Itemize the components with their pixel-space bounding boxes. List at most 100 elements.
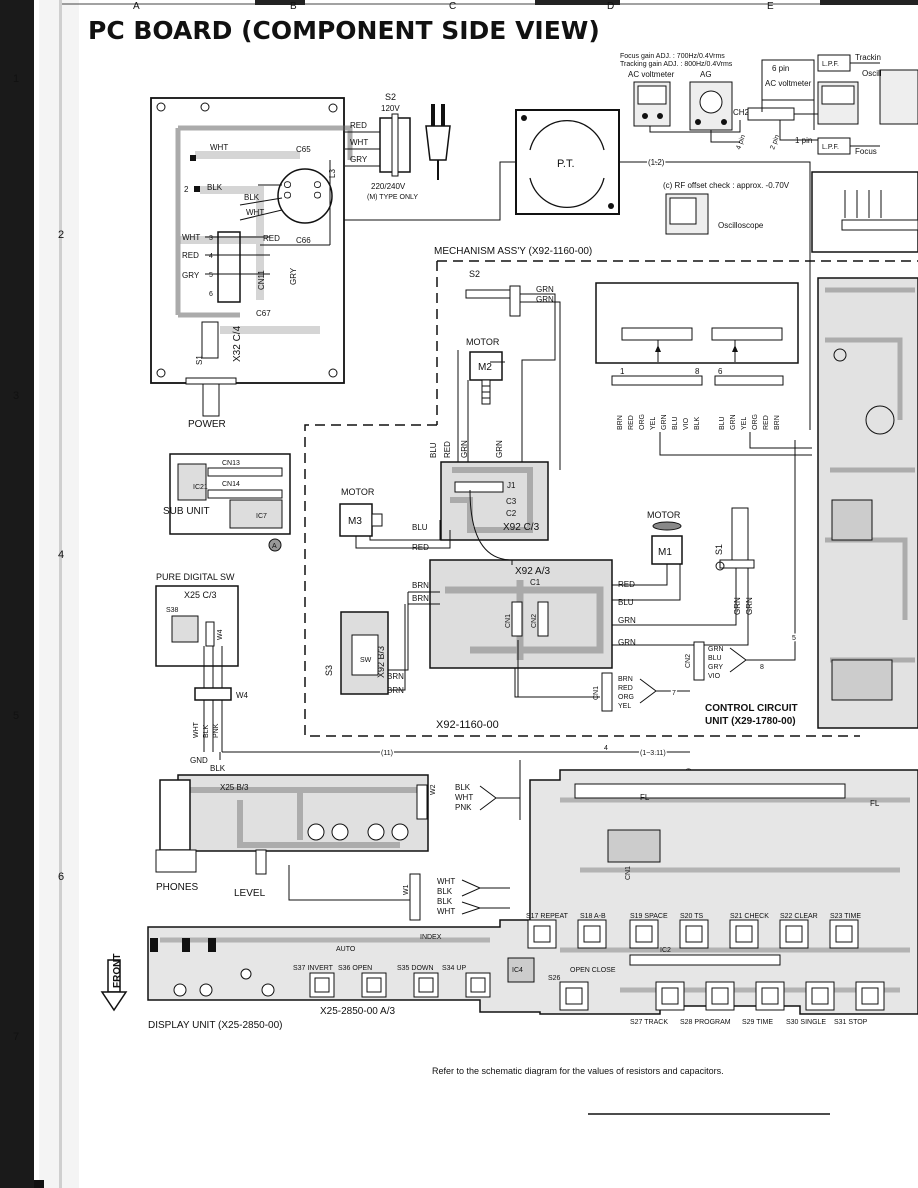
fl-label-2: FL (870, 799, 880, 808)
120v-label: 120V (381, 104, 400, 113)
gnd-blk-label: BLK (210, 764, 226, 773)
pickup-right-4: RED (763, 415, 770, 430)
sub-unit: IC21 CN13 CN14 IC7 SUB UNIT A (163, 453, 291, 552)
col-a: A (133, 1, 140, 12)
c67-label: C67 (256, 309, 271, 318)
tracking-label: Trackin (855, 53, 881, 62)
b3-wire-brn-2: BRN (412, 594, 429, 603)
row-1: 1 (13, 73, 19, 85)
col-d: D (607, 1, 614, 12)
conn-12-label: (1.2) (648, 158, 665, 167)
pickup-pin6: 6 (718, 367, 723, 376)
sw-label: SW (360, 657, 372, 664)
s2-power-label: S2 (385, 92, 396, 102)
w4-label: W4 (236, 691, 249, 700)
cn1-wire-3: YEL (618, 703, 631, 710)
six-pin-label: 6 pin (772, 64, 789, 73)
col-e: E (767, 1, 774, 12)
x92-b3-label: X92 B/3 (376, 646, 386, 678)
top-button-row (527, 919, 859, 949)
control-label-2: UNIT (X29-1780-00) (705, 716, 796, 727)
w1-label: W1 (403, 884, 410, 895)
pt-label: P.T. (557, 158, 575, 170)
fl-label: FL (640, 793, 650, 802)
pickup-left-0: BRN (617, 415, 624, 430)
cn1-ctrl-label: CN1 (593, 686, 600, 700)
blk-label-2: BLK (244, 193, 260, 202)
col-c: C (449, 1, 456, 12)
conn-7: 7 (672, 690, 676, 697)
cn2-wire-0: GRN (708, 646, 724, 653)
mech-switch-s1 (731, 507, 749, 567)
pure-digital-switch: PURE DIGITAL SW X25 C/3 S38 W4 W4 WHT BL… (155, 572, 690, 760)
column-markers: A B C D E (62, 0, 918, 12)
cn2-mech-label: CN2 (531, 614, 538, 628)
cn2-wire-1: BLU (708, 655, 722, 662)
svg-text:O O: O O (283, 180, 294, 199)
motor-m2 (469, 351, 503, 381)
left-btn-label-0: S37 INVERT (293, 965, 334, 972)
conn-11: (11) (381, 750, 393, 757)
cn11-connector (217, 231, 241, 303)
btn-top-label-3: S20 TS (680, 913, 704, 920)
w1-wire-2: BLK (437, 897, 453, 906)
pickup-right-1: GRN (730, 414, 737, 430)
wire-grn-1: GRN (460, 440, 469, 458)
c3-label: C3 (506, 497, 517, 506)
btn-top-label-4: S21 CHECK (730, 913, 769, 920)
ic2-label: IC2 (660, 947, 671, 954)
row-5: 5 (13, 710, 19, 722)
w1-wire-3: WHT (437, 907, 455, 916)
w1-wire-0: WHT (437, 877, 455, 886)
pickup-right-3: ORG (752, 414, 759, 430)
lpf-2-label: L.P.F. (822, 144, 839, 151)
cn13-label: CN13 (222, 460, 240, 467)
pickup-pin8: 8 (695, 367, 700, 376)
adjustment-instruments: Focus gain ADJ. : 700Hz/0.4Vrms Tracking… (620, 53, 918, 235)
pickup-right-2: YEL (741, 417, 748, 430)
cn1-wire-0: BRN (618, 676, 633, 683)
wht-label-3: WHT (246, 208, 264, 217)
svg-text:3: 3 (209, 235, 213, 242)
display-unit-label: DISPLAY UNIT (X25-2850-00) (148, 1020, 283, 1031)
marker-a: A (272, 543, 277, 550)
x32-label: X32 C/4 (232, 325, 243, 362)
ac-voltmeter-1-label: AC voltmeter (628, 70, 675, 79)
svg-text:O O: O O (313, 180, 324, 199)
s3-label: S3 (324, 665, 334, 676)
cn1-wire-1: RED (618, 685, 633, 692)
w2-wire-0: BLK (455, 783, 471, 792)
gry-label-2: GRY (182, 271, 200, 280)
a3-wire-grn-1: GRN (618, 616, 636, 625)
pickup-right-0: BLU (719, 416, 726, 430)
red-label-2: RED (263, 234, 280, 243)
m3-red: RED (412, 543, 429, 552)
svg-text:4: 4 (209, 253, 213, 260)
m-type-label: (M) TYPE ONLY (367, 194, 418, 201)
a3-wire-grn-2: GRN (618, 638, 636, 647)
conn-1-3-11: (1~3.11) (640, 750, 666, 757)
right-edge-boards (811, 171, 918, 729)
red-label-3: RED (182, 251, 199, 260)
btn-bot-label-1: S28 PROGRAM (680, 1019, 731, 1026)
rf-offset-text: (c) RF offset check : approx. -0.70V (663, 181, 790, 190)
bottom-button-row (559, 981, 885, 1011)
btn-top-label-0: S17 REPEAT (526, 913, 569, 920)
oscilloscope-top (879, 69, 918, 125)
w4-pnk: PNK (213, 723, 220, 738)
conn-8: 8 (760, 664, 764, 671)
oscill-label: Oscill (862, 69, 882, 78)
ag-label: AG (700, 70, 712, 79)
mech-s1-label: S1 (714, 544, 724, 555)
pickup-left-4: GRN (661, 414, 668, 430)
mech-s2-grn-2: GRN (536, 295, 554, 304)
ic7-label: IC7 (256, 513, 267, 520)
pickup-left-1: RED (628, 415, 635, 430)
s26-label: S26 (548, 975, 561, 982)
optical-pickup: 1 8 6 BRN RED ORG YEL GRN BLU VIO BLK BL… (595, 282, 812, 456)
s38-label: S38 (166, 607, 179, 614)
w4-blk: BLK (203, 724, 210, 738)
motor-m3-text: MOTOR (341, 487, 375, 497)
wht-label: WHT (210, 143, 228, 152)
